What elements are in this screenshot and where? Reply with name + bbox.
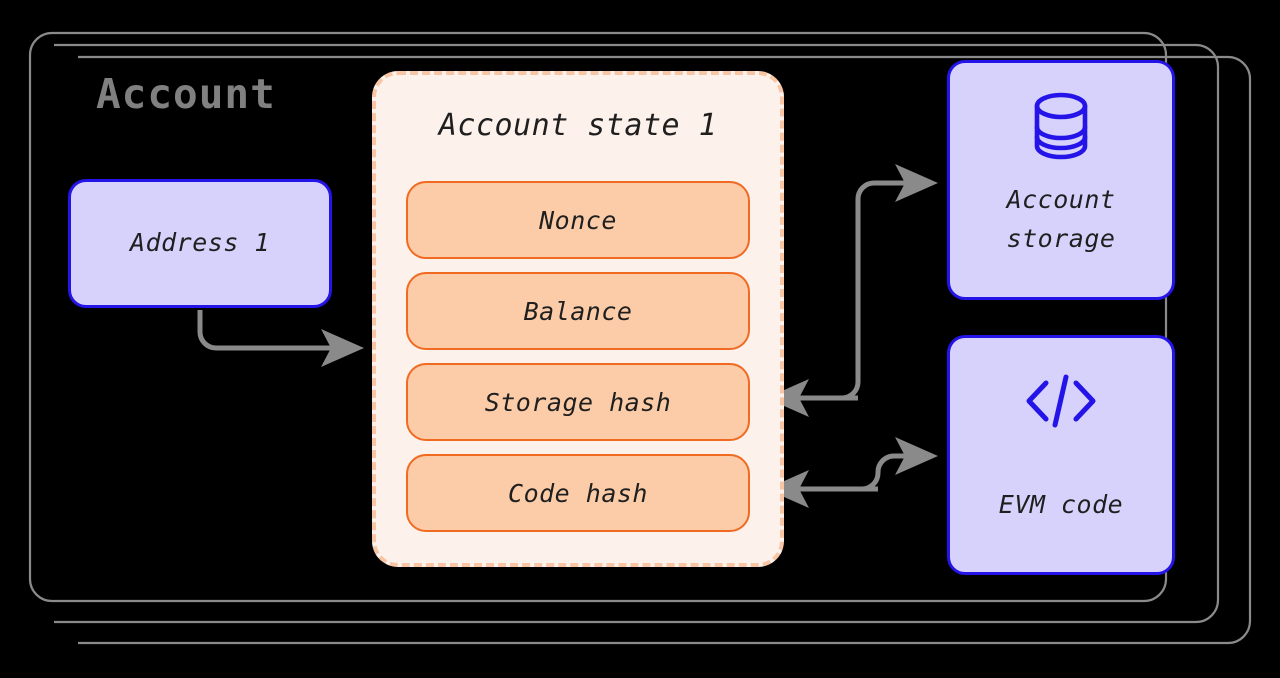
state-field-label: Nonce	[539, 205, 617, 235]
account-storage-node[interactable]: Account storage	[947, 60, 1175, 300]
state-field-balance[interactable]: Balance	[406, 272, 750, 350]
evm-code-node-label: EVM code	[998, 490, 1124, 519]
account-state-field-list: Nonce Balance Storage hash Code hash	[406, 181, 750, 532]
account-storage-node-label: Account storage	[1006, 185, 1116, 253]
state-field-code-hash[interactable]: Code hash	[406, 454, 750, 532]
state-field-nonce[interactable]: Nonce	[406, 181, 750, 259]
account-stack-outline-2	[54, 43, 1220, 624]
state-field-label: Balance	[523, 296, 633, 326]
account-state-title: Account state 1	[438, 108, 718, 143]
state-field-storage-hash[interactable]: Storage hash	[406, 363, 750, 441]
address-node[interactable]: Address 1	[68, 179, 332, 308]
arrow-codehash-to-evmcode	[784, 437, 938, 492]
arrow-storagehash-to-accountstorage	[784, 164, 938, 401]
account-state-container[interactable]: Account state 1 Nonce Balance Storage ha…	[372, 71, 784, 567]
evm-code-node[interactable]: EVM code	[947, 335, 1175, 575]
code-brackets-icon	[1026, 374, 1096, 428]
account-container-outline	[28, 31, 1168, 603]
state-field-label: Code hash	[508, 478, 648, 508]
state-field-label: Storage hash	[484, 387, 672, 417]
arrow-address-to-state	[197, 310, 364, 367]
account-stack-outline-3	[78, 55, 1252, 645]
page-title: Account	[96, 70, 276, 118]
address-node-label: Address 1	[130, 228, 270, 258]
database-icon	[1034, 92, 1088, 160]
